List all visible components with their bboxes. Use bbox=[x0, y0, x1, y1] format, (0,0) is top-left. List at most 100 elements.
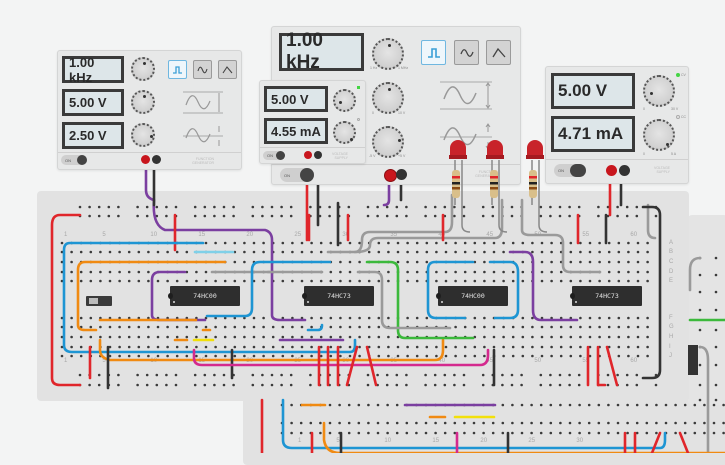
hole[interactable] bbox=[492, 241, 496, 245]
hole[interactable] bbox=[79, 354, 83, 358]
hole[interactable] bbox=[367, 316, 371, 320]
hole[interactable] bbox=[626, 421, 629, 425]
hole[interactable] bbox=[714, 398, 718, 402]
hole[interactable] bbox=[395, 421, 399, 425]
hole[interactable] bbox=[406, 316, 409, 320]
hole[interactable] bbox=[453, 421, 457, 425]
hole[interactable] bbox=[703, 421, 706, 425]
hole[interactable] bbox=[136, 205, 139, 209]
hole[interactable] bbox=[454, 250, 457, 254]
hole[interactable] bbox=[636, 325, 640, 329]
hole[interactable] bbox=[483, 325, 486, 329]
hole[interactable] bbox=[463, 279, 467, 283]
hole[interactable] bbox=[97, 205, 101, 209]
hole[interactable] bbox=[616, 431, 620, 435]
hole[interactable] bbox=[539, 373, 543, 377]
hole[interactable] bbox=[387, 316, 390, 320]
hole[interactable] bbox=[635, 383, 639, 387]
hole[interactable] bbox=[252, 279, 256, 283]
hole[interactable] bbox=[108, 354, 112, 358]
hole[interactable] bbox=[60, 279, 64, 283]
hole[interactable] bbox=[175, 354, 179, 358]
hole[interactable] bbox=[348, 260, 352, 264]
hole[interactable] bbox=[376, 403, 380, 407]
hole[interactable] bbox=[262, 335, 265, 339]
hole[interactable] bbox=[395, 373, 399, 377]
hole[interactable] bbox=[386, 421, 389, 425]
hole[interactable] bbox=[530, 403, 533, 407]
ps1-positive-terminal[interactable] bbox=[304, 151, 312, 159]
hole[interactable] bbox=[243, 279, 246, 283]
hole[interactable] bbox=[70, 250, 73, 254]
hole[interactable] bbox=[415, 421, 418, 425]
hole[interactable] bbox=[616, 214, 619, 218]
fg1-amplitude-knob[interactable] bbox=[131, 90, 155, 114]
hole[interactable] bbox=[626, 403, 629, 407]
hole[interactable] bbox=[607, 250, 611, 254]
hole[interactable] bbox=[319, 335, 323, 339]
hole[interactable] bbox=[550, 354, 553, 358]
hole[interactable] bbox=[137, 325, 141, 329]
hole[interactable] bbox=[483, 345, 486, 349]
hole[interactable] bbox=[579, 316, 582, 320]
hole[interactable] bbox=[348, 325, 352, 329]
hole[interactable] bbox=[339, 345, 342, 349]
hole[interactable] bbox=[698, 273, 702, 277]
hole[interactable] bbox=[261, 383, 264, 387]
hole[interactable] bbox=[577, 383, 581, 387]
hole[interactable] bbox=[70, 316, 73, 320]
hole[interactable] bbox=[280, 214, 283, 218]
hole[interactable] bbox=[165, 214, 168, 218]
hole[interactable] bbox=[319, 354, 323, 358]
hole[interactable] bbox=[118, 316, 121, 320]
hole[interactable] bbox=[366, 383, 370, 387]
hole[interactable] bbox=[319, 431, 322, 435]
hole[interactable] bbox=[252, 241, 256, 245]
hole[interactable] bbox=[185, 354, 189, 358]
hole[interactable] bbox=[627, 325, 630, 329]
hole[interactable] bbox=[377, 241, 381, 245]
hole[interactable] bbox=[463, 431, 466, 435]
hole[interactable] bbox=[147, 335, 150, 339]
wire-blue[interactable] bbox=[426, 260, 475, 320]
hole[interactable] bbox=[492, 345, 496, 349]
hole[interactable] bbox=[348, 279, 352, 283]
hole[interactable] bbox=[70, 260, 73, 264]
hole[interactable] bbox=[425, 345, 429, 349]
hole[interactable] bbox=[483, 250, 486, 254]
hole[interactable] bbox=[387, 279, 390, 283]
hole[interactable] bbox=[473, 260, 477, 264]
hole[interactable] bbox=[107, 214, 111, 218]
chip-74hc73-2[interactable]: 74HC73 bbox=[570, 286, 642, 306]
hole[interactable] bbox=[319, 250, 323, 254]
hole[interactable] bbox=[472, 421, 476, 425]
fg1-positive-terminal[interactable] bbox=[141, 155, 150, 164]
hole[interactable] bbox=[174, 205, 178, 209]
hole[interactable] bbox=[540, 316, 544, 320]
ps2-power-toggle[interactable]: ON bbox=[554, 164, 586, 177]
hole[interactable] bbox=[550, 279, 553, 283]
hole[interactable] bbox=[530, 421, 533, 425]
hole[interactable] bbox=[646, 270, 649, 274]
hole[interactable] bbox=[424, 214, 427, 218]
hole[interactable] bbox=[387, 335, 390, 339]
hole[interactable] bbox=[97, 383, 101, 387]
hole[interactable] bbox=[714, 290, 718, 294]
hole[interactable] bbox=[501, 403, 505, 407]
hole[interactable] bbox=[607, 316, 611, 320]
hole[interactable] bbox=[89, 325, 93, 329]
hole[interactable] bbox=[79, 335, 83, 339]
hole[interactable] bbox=[587, 431, 591, 435]
hole[interactable] bbox=[348, 270, 352, 274]
hole[interactable] bbox=[540, 325, 544, 329]
hole[interactable] bbox=[492, 335, 496, 339]
hole[interactable] bbox=[203, 373, 207, 377]
hole[interactable] bbox=[473, 325, 477, 329]
hole[interactable] bbox=[491, 214, 495, 218]
hole[interactable] bbox=[463, 345, 467, 349]
hole[interactable] bbox=[617, 354, 621, 358]
hole[interactable] bbox=[243, 345, 246, 349]
hole[interactable] bbox=[540, 279, 544, 283]
hole[interactable] bbox=[357, 403, 361, 407]
hole[interactable] bbox=[598, 279, 601, 283]
